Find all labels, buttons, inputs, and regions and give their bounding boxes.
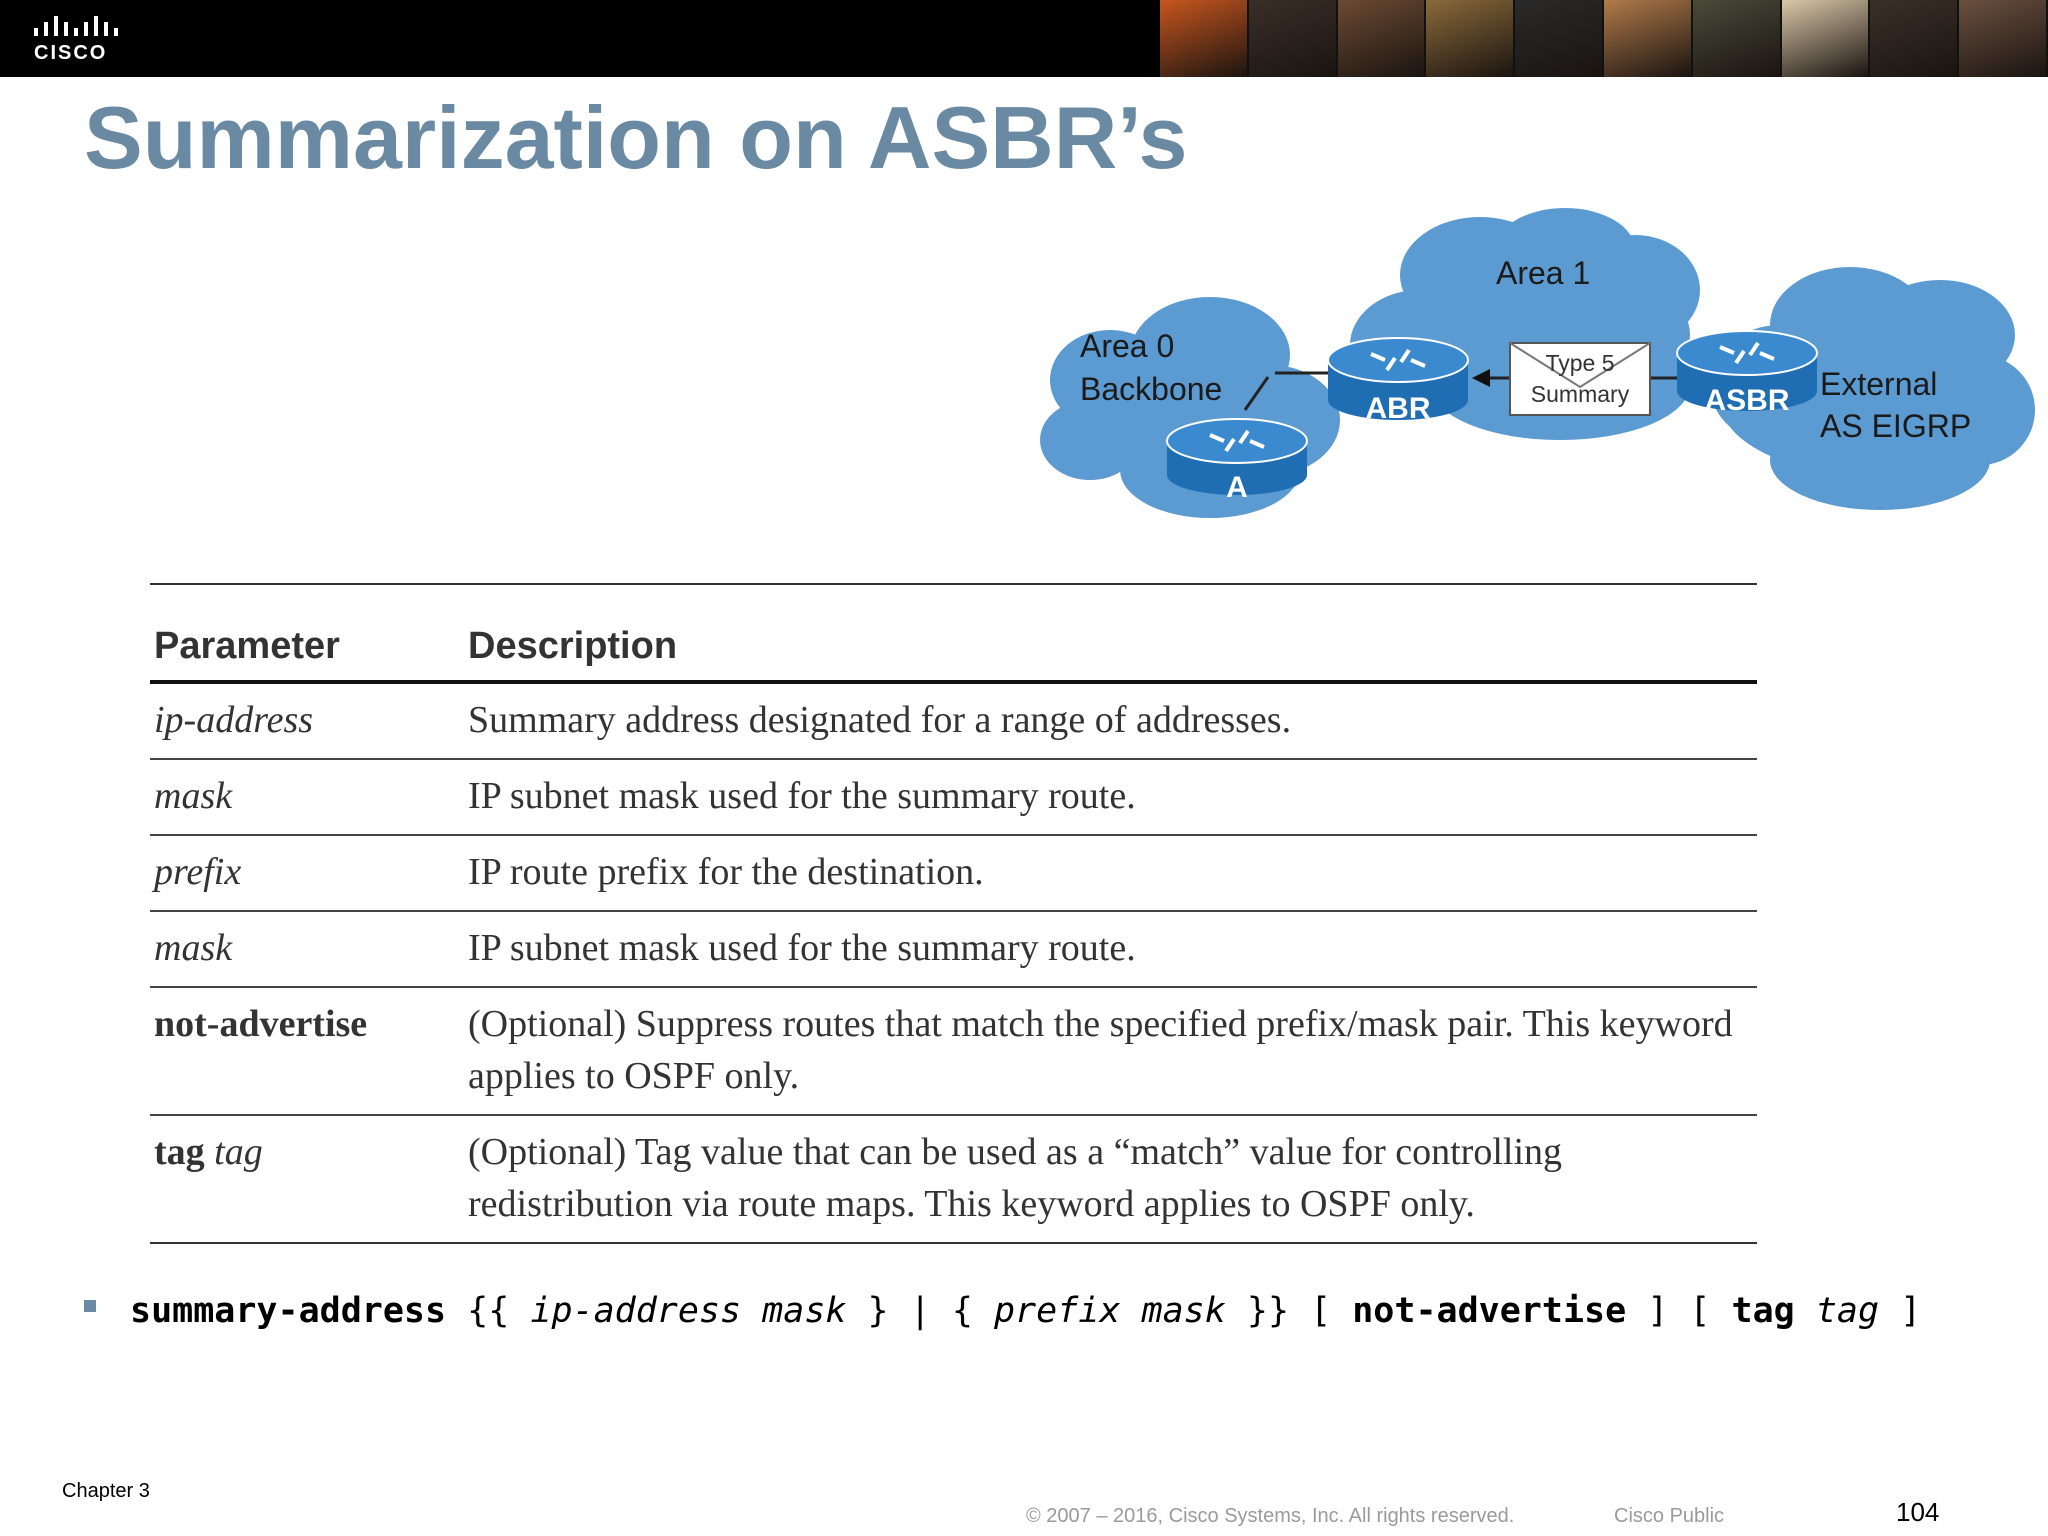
header-photo-tile bbox=[1781, 0, 1871, 77]
lsa-summary-label: Summary bbox=[1531, 381, 1630, 407]
header-photo-tile bbox=[1959, 0, 2048, 77]
syntax-arg-prefix: prefix bbox=[993, 1291, 1121, 1331]
param-keyword: not-advertise bbox=[154, 1003, 368, 1045]
param-cell: tag tag bbox=[150, 1115, 464, 1243]
lsa-type-label: Type 5 bbox=[1545, 350, 1614, 376]
bullet-icon bbox=[84, 1300, 96, 1312]
param-argument: prefix bbox=[154, 851, 242, 893]
syntax-punct: } | { bbox=[846, 1291, 994, 1331]
syntax-arg-mask: mask bbox=[762, 1291, 847, 1331]
syntax-punct: ] bbox=[1879, 1291, 1922, 1331]
syntax-punct bbox=[1120, 1291, 1141, 1331]
table-header-row: Parameter Description bbox=[150, 584, 1757, 684]
syntax-arg-ip-address: ip-address bbox=[530, 1291, 742, 1331]
cisco-wordmark: CISCO bbox=[34, 42, 108, 64]
photo-strip bbox=[1160, 0, 2048, 77]
classification-label: Cisco Public bbox=[1614, 1505, 1725, 1527]
description-cell: (Optional) Tag value that can be used as… bbox=[468, 1131, 1563, 1225]
param-cell: prefix bbox=[150, 835, 464, 912]
syntax-command: summary-address bbox=[130, 1291, 447, 1331]
area0-label: Area 0 bbox=[1080, 328, 1174, 364]
header-photo-tile bbox=[1870, 0, 1960, 77]
param-argument: mask bbox=[154, 775, 233, 817]
area1-label: Area 1 bbox=[1496, 255, 1590, 291]
param-cell: not-advertise bbox=[150, 987, 464, 1116]
param-cell: mask bbox=[150, 759, 464, 836]
cisco-logo: CISCO bbox=[30, 14, 120, 64]
header-photo-tile bbox=[1160, 0, 1249, 77]
param-argument: tag bbox=[214, 1131, 263, 1173]
header-photo-tile bbox=[1337, 0, 1427, 77]
parameter-table: Parameter Description ip-address Summary… bbox=[150, 583, 1757, 1244]
syntax-keyword-tag: tag bbox=[1731, 1291, 1795, 1331]
router-asbr-icon: ASBR bbox=[1676, 330, 1818, 417]
syntax-punct bbox=[1795, 1291, 1816, 1331]
page-number: 104 bbox=[1896, 1497, 1940, 1527]
syntax-keyword-not-advertise: not-advertise bbox=[1352, 1291, 1627, 1331]
page-title: Summarization on ASBR’s bbox=[84, 88, 1188, 187]
column-header-description: Description bbox=[464, 584, 1757, 684]
cisco-bars-icon bbox=[34, 16, 118, 36]
header-photo-tile bbox=[1692, 0, 1782, 77]
router-a-icon: A bbox=[1166, 418, 1308, 504]
param-argument: ip-address bbox=[154, 699, 314, 741]
param-keyword: tag bbox=[154, 1131, 205, 1173]
envelope-icon: Type 5 Summary bbox=[1509, 342, 1651, 416]
table-row: prefix IP route prefix for the destinati… bbox=[150, 835, 1757, 912]
param-argument: mask bbox=[154, 927, 233, 969]
param-cell: ip-address bbox=[150, 682, 464, 760]
syntax-punct: }} [ bbox=[1225, 1291, 1353, 1331]
description-cell: IP route prefix for the destination. bbox=[464, 835, 1757, 912]
syntax-punct bbox=[741, 1291, 762, 1331]
router-asbr-label: ASBR bbox=[1704, 384, 1789, 417]
column-header-parameter: Parameter bbox=[150, 584, 464, 684]
backbone-label: Backbone bbox=[1080, 371, 1222, 407]
syntax-arg-tag: tag bbox=[1815, 1291, 1880, 1331]
syntax-punct: ] [ bbox=[1626, 1291, 1732, 1331]
description-cell: (Optional) Suppress routes that match th… bbox=[464, 987, 1757, 1116]
description-cell: Summary address designated for a range o… bbox=[464, 682, 1757, 760]
router-a-label: A bbox=[1226, 471, 1248, 504]
router-abr-label: ABR bbox=[1366, 392, 1431, 425]
table-row: not-advertise (Optional) Suppress routes… bbox=[150, 987, 1757, 1116]
header-photo-tile bbox=[1426, 0, 1516, 77]
param-cell: mask bbox=[150, 911, 464, 988]
header-photo-tile bbox=[1515, 0, 1604, 77]
router-abr-icon: ABR bbox=[1327, 337, 1469, 425]
header-photo-tile bbox=[1603, 0, 1693, 77]
description-cell: IP subnet mask used for the summary rout… bbox=[464, 911, 1757, 988]
arrow-head bbox=[1472, 369, 1490, 387]
description-cell: IP subnet mask used for the summary rout… bbox=[464, 759, 1757, 836]
table-row: mask IP subnet mask used for the summary… bbox=[150, 911, 1757, 988]
external-as-label: AS EIGRP bbox=[1820, 408, 1971, 444]
ospf-asbr-diagram: A ABR ASBR Type 5 Summary Area 0 Backbon… bbox=[1040, 208, 2035, 518]
syntax-punct: {{ bbox=[446, 1291, 531, 1331]
header-photo-tile bbox=[1248, 0, 1338, 77]
external-label: External bbox=[1820, 366, 1937, 402]
table-row: mask IP subnet mask used for the summary… bbox=[150, 759, 1757, 836]
table-row: ip-address Summary address designated fo… bbox=[150, 682, 1757, 760]
command-syntax: summary-address {{ ip-address mask } | {… bbox=[84, 1285, 2034, 1337]
link-a-abr bbox=[1243, 376, 1270, 411]
syntax-arg-mask: mask bbox=[1141, 1291, 1226, 1331]
chapter-label: Chapter 3 bbox=[62, 1480, 150, 1502]
header-bar: CISCO bbox=[0, 0, 2048, 77]
table-row: tag tag (Optional) Tag value that can be… bbox=[150, 1115, 1757, 1243]
copyright-text: © 2007 – 2016, Cisco Systems, Inc. All r… bbox=[1026, 1505, 1515, 1527]
